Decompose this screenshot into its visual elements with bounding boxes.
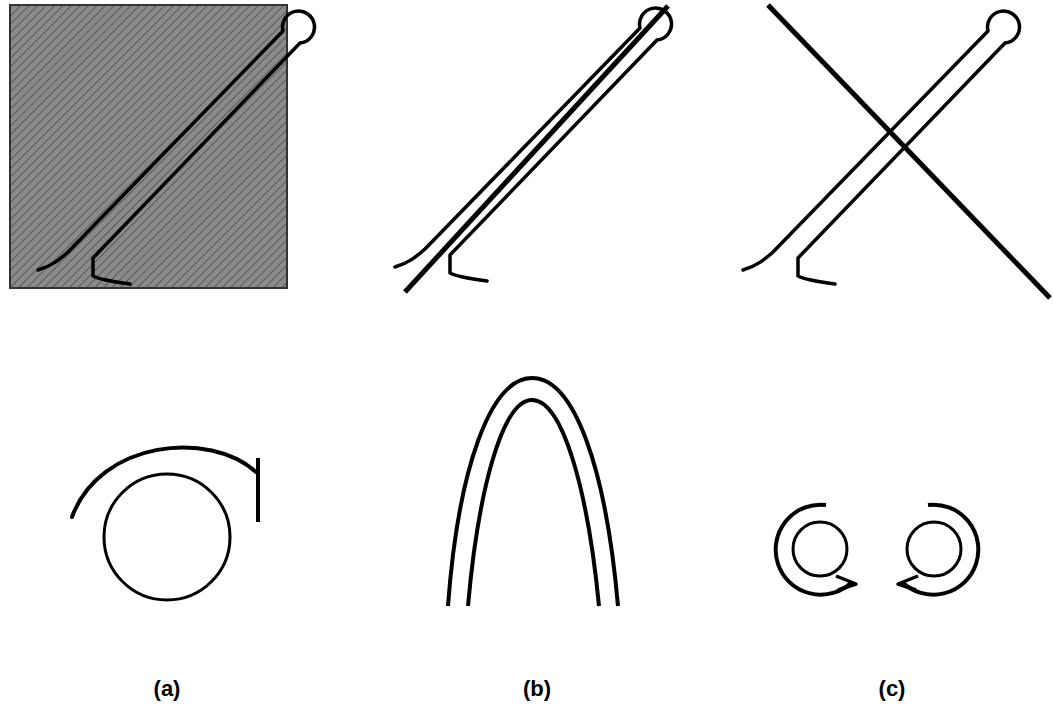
arrow-head bbox=[256, 458, 260, 522]
vortex-section bbox=[793, 522, 847, 576]
cut-line bbox=[768, 5, 1050, 298]
arrow-head bbox=[898, 576, 918, 590]
hairpin-vortex bbox=[743, 11, 1020, 284]
panel-label: (b) bbox=[523, 676, 551, 702]
hairpin-vortex bbox=[38, 11, 315, 284]
vortex-arch bbox=[468, 400, 599, 606]
rotation-arrow bbox=[72, 447, 256, 517]
panel-label: (a) bbox=[154, 676, 181, 702]
vortex-section bbox=[907, 522, 961, 576]
arrow-head bbox=[836, 576, 856, 590]
panel-label: (c) bbox=[879, 676, 906, 702]
cut-line bbox=[405, 6, 668, 292]
vortex-section bbox=[104, 474, 230, 600]
rotation-arrow bbox=[902, 505, 978, 595]
shaded-field bbox=[10, 5, 287, 288]
vortex-arch bbox=[448, 378, 618, 606]
rotation-arrow bbox=[776, 505, 852, 595]
